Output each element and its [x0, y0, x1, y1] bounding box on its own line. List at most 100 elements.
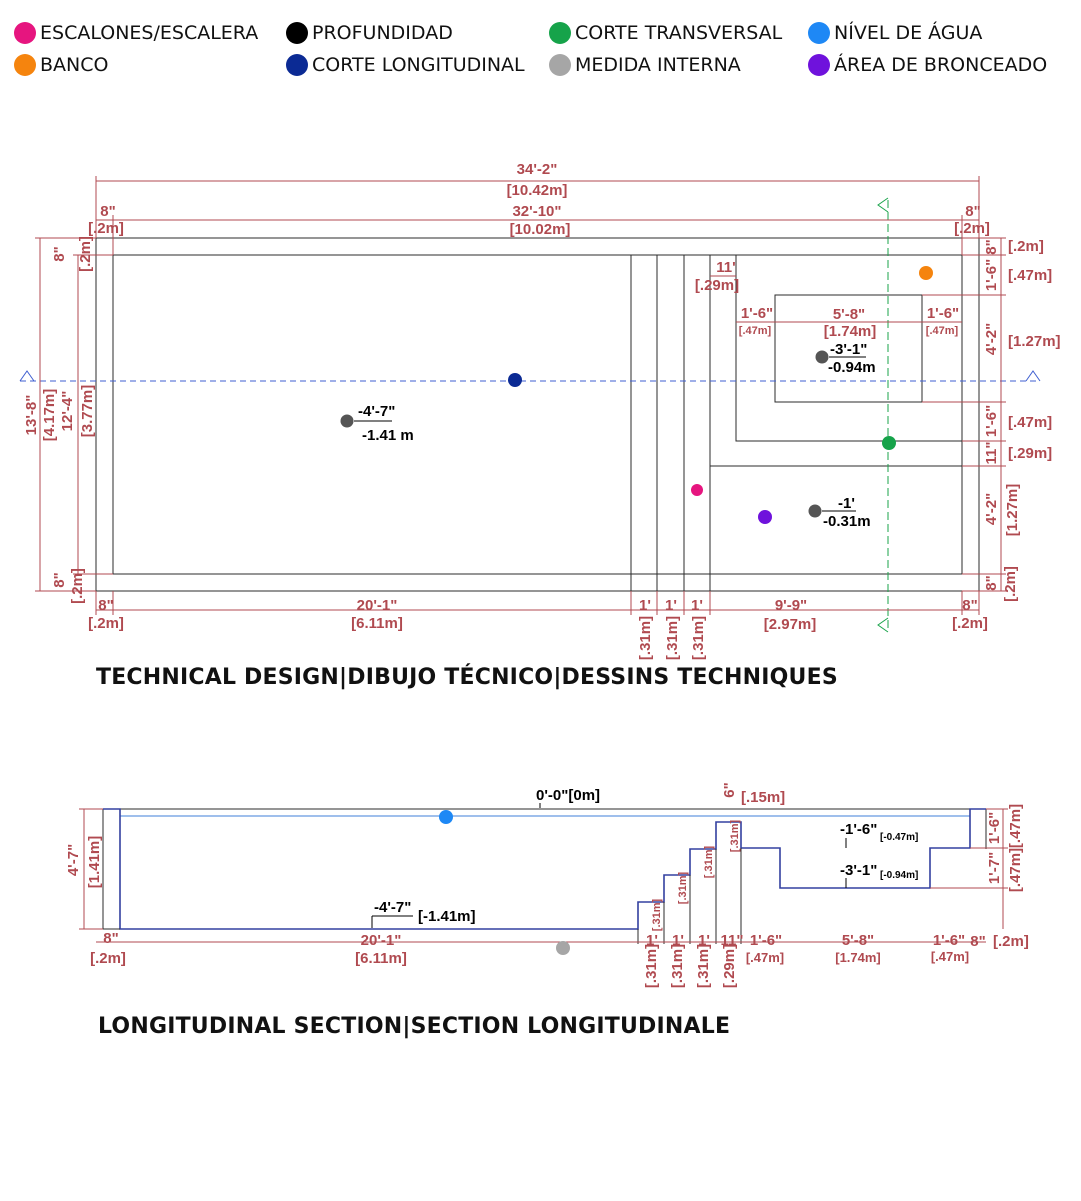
depth-deep-label: -4'-7"	[358, 403, 395, 420]
legend-item-bench: BANCO	[14, 54, 108, 76]
step-rise-label: [.31m]	[677, 871, 689, 904]
bottom-dim-metric: [.31m]	[690, 616, 707, 660]
right-dim-label: 4'-2"	[983, 493, 1000, 525]
legend-item-depth: PROFUNDIDAD	[286, 22, 453, 44]
right-dim-label: 11"	[983, 442, 1000, 465]
black-dot-icon	[286, 22, 308, 44]
top-step-metric: [.15m]	[741, 789, 785, 806]
bottom-dim-metric: [.31m]	[637, 616, 654, 660]
arrow-icon	[877, 197, 889, 213]
section-dim-label: 1'	[646, 932, 658, 949]
bottom-dim-label: 20'-1"	[357, 597, 398, 614]
wall-bottom-label: 8"	[51, 572, 68, 587]
legend-label: NÍVEL DE ÁGUA	[834, 22, 983, 44]
depth-height-label: 4'-7"	[65, 844, 82, 876]
depth-tan-metric: -0.31m	[823, 513, 871, 530]
bottom-dim-metric: [6.11m]	[351, 615, 403, 632]
section-dim-label: 5'-8"	[842, 932, 874, 949]
bottom-dim-label: 1'	[639, 597, 651, 614]
bottom-dim-label: 8"	[98, 597, 113, 614]
floor-depth-label: -4'-7"	[374, 899, 411, 916]
wall-left-label: 8"	[100, 203, 115, 220]
depth-tan-label: -1'	[838, 495, 855, 512]
inner-length-label: 32'-10"	[512, 203, 561, 220]
section-dim-metric: [.31m]	[669, 944, 686, 988]
pool-outer-outline	[95, 237, 980, 592]
tanning-marker-icon	[758, 510, 772, 524]
step-rise-label: [.31m]	[729, 819, 741, 852]
top-step-label: 6"	[721, 782, 738, 797]
internal-measure-marker-icon	[556, 941, 570, 955]
wall-top-label: 8"	[51, 246, 68, 261]
legend-item-water-level: NÍVEL DE ÁGUA	[808, 22, 982, 44]
section-caption: LONGITUDINAL SECTION|SECTION LONGITUDINA…	[98, 1014, 731, 1039]
bench-width-metric: [1.74m]	[824, 323, 877, 340]
plan-caption: TECHNICAL DESIGN|DIBUJO TÉCNICO|DESSINS …	[96, 665, 838, 690]
bottom-dim-metric: [2.97m]	[764, 616, 817, 633]
section-dim-label: 8"	[103, 930, 118, 947]
right-dim-label: 1'-6"	[983, 259, 1000, 291]
section-dim-metric: [6.11m]	[355, 950, 407, 967]
depth-deep-metric: -1.41 m	[362, 427, 414, 444]
legend-label: PROFUNDIDAD	[312, 22, 453, 44]
section-dim-metric: [1.74m]	[835, 950, 881, 965]
total-length-metric: [10.42m]	[507, 182, 568, 199]
depth-bench-label: -3'-1"	[830, 341, 867, 358]
bench-left-label: 1'-6"	[741, 305, 773, 322]
bottom-dim-label: 1'	[665, 597, 677, 614]
right-dim-metric: [1.27m]	[1008, 333, 1061, 350]
right-dim-metric: [.29m]	[1008, 445, 1052, 462]
depth-marker-icon	[815, 350, 829, 364]
bench-top-metric: [-0.47m]	[880, 832, 918, 843]
floor-depth-metric: [-1.41m]	[418, 908, 476, 925]
bench-floor-label: -3'-1"	[840, 862, 877, 879]
section-dim-metric: [.29m]	[721, 944, 738, 988]
right-upper-metric: [.47m]	[1007, 804, 1024, 848]
bench-right-metric: [.47m]	[926, 325, 959, 337]
section-dim-metric: [.2m]	[90, 950, 126, 967]
purple-dot-icon	[808, 54, 830, 76]
plan-view: 34'-2" [10.42m] 32'-10" [10.02m] 8" [.2m…	[19, 161, 1061, 660]
section-dim-label: 1'-6"	[933, 932, 965, 949]
depth-height-metric: [1.41m]	[86, 836, 103, 889]
legend-item-tanning: ÁREA DE BRONCEADO	[808, 54, 1047, 76]
bench-marker-icon	[919, 266, 933, 280]
right-dim-label: 4'-2"	[983, 323, 1000, 355]
longitudinal-marker-icon	[508, 373, 522, 387]
depth-marker-icon	[340, 414, 354, 428]
bench-top-label: -1'-6"	[840, 821, 877, 838]
wall-top-metric: [.2m]	[77, 236, 94, 272]
legend-label: BANCO	[40, 54, 109, 76]
legend-label: ESCALONES/ESCALERA	[40, 22, 259, 44]
arrow-icon	[1025, 370, 1041, 382]
section-dim-metric: [.47m]	[931, 949, 969, 964]
blue-dot-icon	[808, 22, 830, 44]
section-dim-label: 8"	[970, 933, 985, 950]
section-dim-metric: [.31m]	[695, 944, 712, 988]
bottom-dim-label: 9'-9"	[775, 597, 807, 614]
water-level-marker-icon	[439, 810, 453, 824]
inner-width-metric: [3.77m]	[79, 385, 96, 438]
total-width-metric: [4.17m]	[41, 389, 58, 442]
legend-label: MEDIDA INTERNA	[575, 54, 741, 76]
gray-dot-icon	[549, 54, 571, 76]
wall-right-metric: [.2m]	[954, 220, 990, 237]
total-width-label: 13'-8"	[23, 395, 40, 436]
legend-label: ÁREA DE BRONCEADO	[834, 54, 1048, 76]
water-level-label: 0'-0"[0m]	[536, 787, 600, 804]
wall-bottom-metric: [.2m]	[69, 568, 86, 604]
section-dim-label: 1'-6"	[750, 932, 782, 949]
section-dim-label: 1'	[698, 932, 710, 949]
bench-width-label: 5'-8"	[833, 306, 865, 323]
pink-dot-icon	[14, 22, 36, 44]
arrow-icon	[19, 370, 35, 382]
right-dim-label: 8"	[983, 239, 1000, 254]
legend-item-internal: MEDIDA INTERNA	[549, 54, 741, 76]
green-dot-icon	[549, 22, 571, 44]
right-upper-label: 1'-6"	[986, 812, 1003, 844]
bench-outline	[774, 294, 923, 403]
right-dim-metric: [.47m]	[1008, 267, 1052, 284]
legend: ESCALONES/ESCALERA PROFUNDIDAD CORTE TRA…	[0, 0, 1081, 90]
bench-floor-metric: [-0.94m]	[880, 870, 918, 881]
